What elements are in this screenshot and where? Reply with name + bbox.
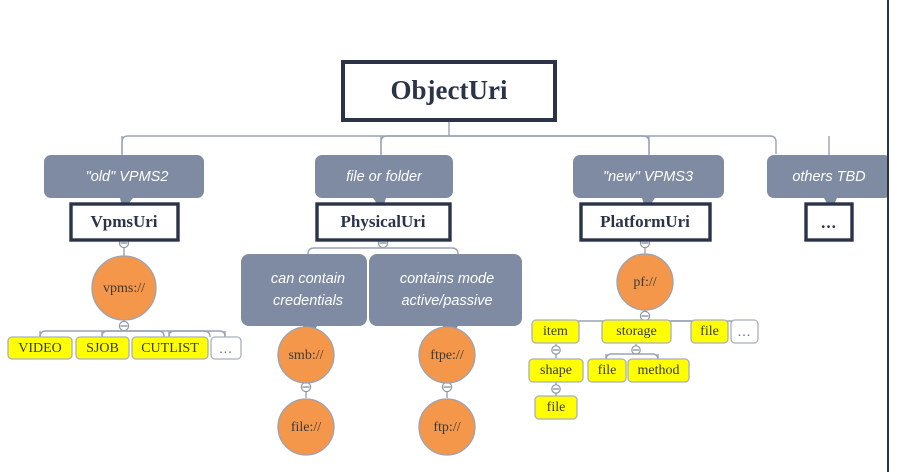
leaf-vpms-more[interactable]: ... bbox=[210, 336, 242, 360]
node-scheme-pf[interactable]: pf:// bbox=[616, 253, 674, 311]
note-mode: contains mode active/passive bbox=[369, 254, 522, 344]
node-physicaluri[interactable]: PhysicalUri bbox=[315, 202, 452, 242]
connector-vpms-leaf-bus bbox=[39, 330, 211, 338]
note-others: others TBD bbox=[767, 155, 891, 211]
node-scheme-file[interactable]: file:// bbox=[277, 398, 335, 456]
knob-smb[interactable] bbox=[300, 381, 312, 393]
connector-vpms-leaf-bus2 bbox=[101, 330, 165, 337]
note-vpms: "old" VPMS2 bbox=[44, 155, 204, 211]
scheme-pf-label: pf:// bbox=[633, 275, 656, 290]
leaf-video[interactable]: VIDEO bbox=[7, 336, 73, 360]
leaf-method-label: method bbox=[638, 363, 680, 378]
leaf-shape-label: shape bbox=[540, 363, 572, 378]
note-physical-label: file or folder bbox=[346, 169, 423, 185]
note-physical: file or folder bbox=[315, 155, 453, 211]
knob-vpms[interactable] bbox=[118, 320, 130, 332]
leaf-item-label: item bbox=[543, 324, 568, 339]
scheme-file-label: file:// bbox=[291, 420, 321, 435]
right-edge-rule bbox=[887, 0, 898, 472]
leaf-file-storage[interactable]: file bbox=[587, 358, 627, 383]
connector-physical-note-bus bbox=[307, 247, 459, 255]
leaf-file-storage-label: file bbox=[598, 363, 617, 378]
knob-item[interactable] bbox=[551, 345, 561, 355]
connector-storage-children-bus bbox=[605, 353, 659, 360]
leaf-file-shape-label: file bbox=[547, 400, 566, 415]
objecturi-label: ObjectUri bbox=[391, 75, 508, 105]
note-mode-line2: active/passive bbox=[401, 293, 492, 309]
node-scheme-ftp[interactable]: ftp:// bbox=[418, 398, 476, 456]
leaf-method[interactable]: method bbox=[627, 358, 690, 383]
node-scheme-smb[interactable]: smb:// bbox=[277, 326, 335, 384]
knob-pf[interactable] bbox=[639, 310, 651, 322]
note-credentials: can contain credentials bbox=[241, 254, 367, 344]
note-vpms-label: "old" VPMS2 bbox=[86, 169, 169, 185]
scheme-ftpe-label: ftpe:// bbox=[430, 348, 464, 363]
node-vpmsuri[interactable]: VpmsUri bbox=[69, 202, 180, 242]
note-credentials-line1: can contain bbox=[271, 271, 345, 287]
note-platform-label: "new" VPMS3 bbox=[603, 169, 693, 185]
leaf-file-shape[interactable]: file bbox=[534, 395, 578, 420]
note-credentials-line2: credentials bbox=[273, 293, 343, 309]
node-objecturi[interactable]: ObjectUri bbox=[341, 60, 557, 122]
leaf-cutlist[interactable]: CUTLIST bbox=[131, 336, 209, 360]
knob-ftpe[interactable] bbox=[441, 381, 453, 393]
node-scheme-ftpe[interactable]: ftpe:// bbox=[418, 326, 476, 384]
leaf-shape[interactable]: shape bbox=[528, 358, 584, 383]
note-platform: "new" VPMS3 bbox=[573, 155, 724, 211]
knob-storage[interactable] bbox=[631, 345, 641, 355]
leaf-file-platform[interactable]: file bbox=[690, 319, 729, 344]
leaf-sjob-label: SJOB bbox=[86, 341, 119, 356]
physicaluri-label: PhysicalUri bbox=[341, 212, 426, 231]
scheme-vpms-label: vpms:// bbox=[103, 281, 145, 296]
node-others[interactable]: ... bbox=[804, 202, 854, 242]
node-platformuri[interactable]: PlatformUri bbox=[579, 202, 712, 242]
scheme-ftp-label: ftp:// bbox=[433, 420, 460, 435]
node-scheme-vpms[interactable]: vpms:// bbox=[91, 255, 157, 321]
leaf-platform-more-label: ... bbox=[738, 325, 752, 340]
note-mode-line1: contains mode bbox=[400, 271, 494, 287]
leaf-sjob[interactable]: SJOB bbox=[75, 336, 130, 360]
connector-root-bus-inner bbox=[380, 135, 650, 154]
platformuri-label: PlatformUri bbox=[600, 212, 690, 231]
leaf-storage[interactable]: storage bbox=[601, 319, 672, 344]
leaf-file-platform-label: file bbox=[700, 324, 719, 339]
vpmsuri-label: VpmsUri bbox=[90, 212, 157, 231]
leaf-cutlist-label: CUTLIST bbox=[141, 341, 199, 356]
scheme-smb-label: smb:// bbox=[288, 348, 323, 363]
note-others-label: others TBD bbox=[792, 169, 865, 185]
leaf-storage-label: storage bbox=[616, 324, 656, 339]
knob-shape[interactable] bbox=[551, 384, 561, 394]
leaf-item[interactable]: item bbox=[531, 319, 580, 344]
leaf-platform-more[interactable]: ... bbox=[730, 319, 759, 344]
connector-vpms-leaf-bus3 bbox=[168, 330, 226, 337]
leaf-video-label: VIDEO bbox=[18, 341, 62, 356]
leaf-vpms-more-label: ... bbox=[219, 342, 233, 357]
connector-root-bus bbox=[121, 135, 777, 154]
others-label: ... bbox=[821, 213, 837, 232]
